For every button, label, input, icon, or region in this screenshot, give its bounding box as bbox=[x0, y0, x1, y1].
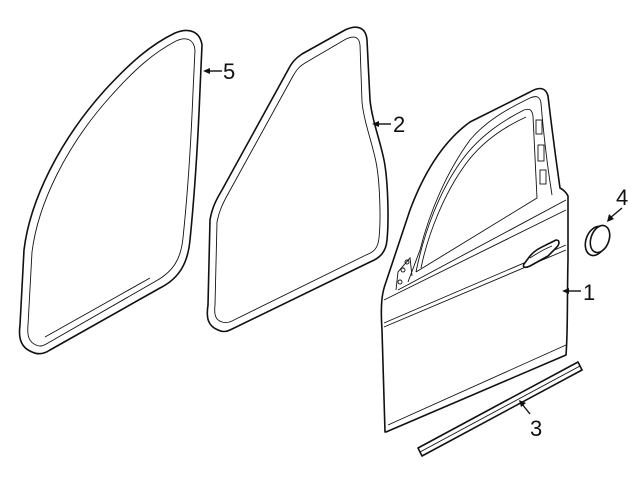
svg-text:5: 5 bbox=[223, 59, 235, 84]
callout-2[interactable]: 2 bbox=[372, 112, 405, 137]
part-3-molding[interactable] bbox=[417, 361, 583, 457]
svg-text:2: 2 bbox=[393, 112, 405, 137]
callout-3[interactable]: 3 bbox=[519, 400, 542, 441]
part-1-door-shell[interactable] bbox=[380, 87, 569, 433]
part-2-door-weatherstrip[interactable] bbox=[206, 26, 389, 333]
part-5-body-weatherstrip[interactable] bbox=[18, 29, 203, 355]
callout-4[interactable]: 4 bbox=[607, 185, 628, 222]
callout-5[interactable]: 5 bbox=[203, 59, 235, 84]
svg-text:1: 1 bbox=[583, 280, 595, 305]
part-4-plug[interactable] bbox=[581, 223, 613, 259]
svg-text:3: 3 bbox=[530, 416, 542, 441]
callout-1[interactable]: 1 bbox=[562, 280, 595, 305]
svg-text:4: 4 bbox=[616, 185, 628, 210]
